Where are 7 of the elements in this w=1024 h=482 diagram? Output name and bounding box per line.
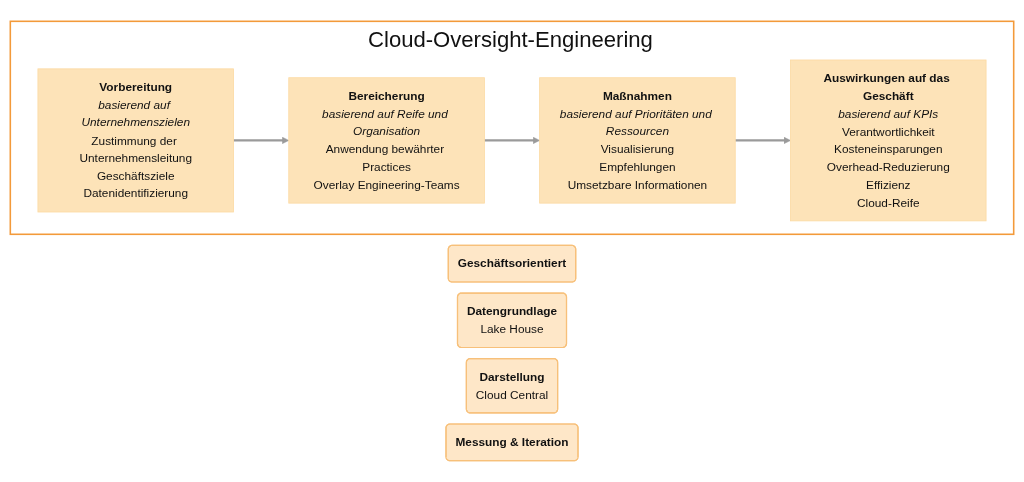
arrow [484,136,540,144]
node-box: Maßnahmen basierend auf Prioritäten und Ressourcen Visualisierung Empfehlungen Umsetzbare Informationen [539,77,736,204]
arrow [233,136,290,144]
node-box: Vorbereitung basierend auf Unternehmenszielen Zustimmung der Unternehmensleitung Geschäftsziele Datenidentifizierung [37,68,234,213]
node-box: Bereicherung basierend auf Reife und Organisation Anwendung bewährter Practices Overlay Engineering-Teams [288,77,485,204]
node-box: Auswirkungen auf das Geschäft basierend auf KPIs Verantwortlichkeit Kosteneinsparungen Overhead-Reduzierung Effizienz Cloud-Reife [790,59,987,222]
arrow [735,136,791,144]
